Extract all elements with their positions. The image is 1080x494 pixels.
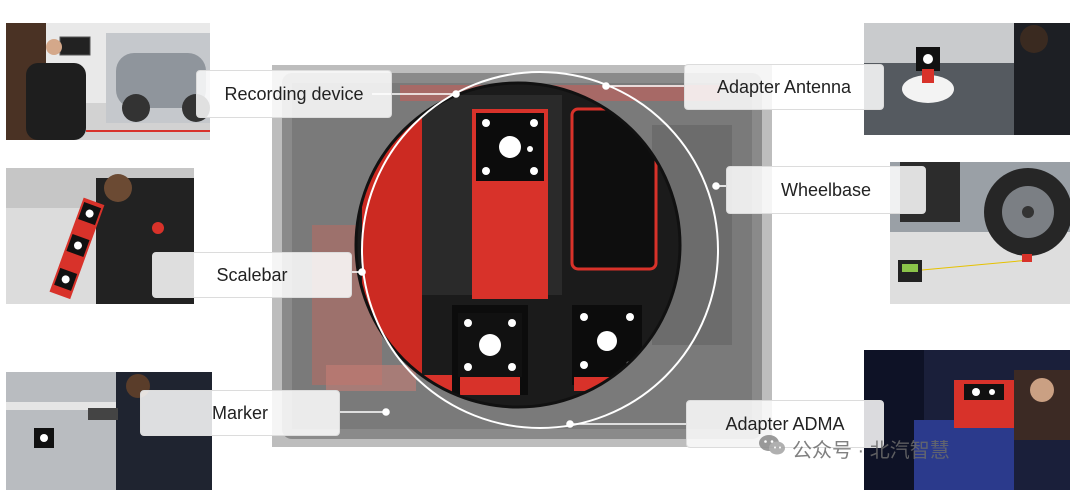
photo-recording-device (6, 23, 210, 140)
label-marker: Marker (140, 390, 340, 436)
photo-adapter-adma (864, 350, 1070, 490)
photo-scalebar (6, 168, 194, 304)
label-recording-device: Recording device (196, 70, 392, 118)
watermark: 公众号 · 北汽智慧 (758, 433, 950, 463)
watermark-text: 公众号 · 北汽智慧 (792, 439, 950, 462)
label-adapter-antenna: Adapter Antenna (684, 64, 884, 110)
label-wheelbase: Wheelbase (726, 166, 926, 214)
label-adapter-adma: Adapter ADMA (686, 400, 884, 448)
wechat-icon (758, 433, 786, 463)
label-scalebar: Scalebar (152, 252, 352, 298)
photo-adapter-antenna (864, 23, 1070, 135)
